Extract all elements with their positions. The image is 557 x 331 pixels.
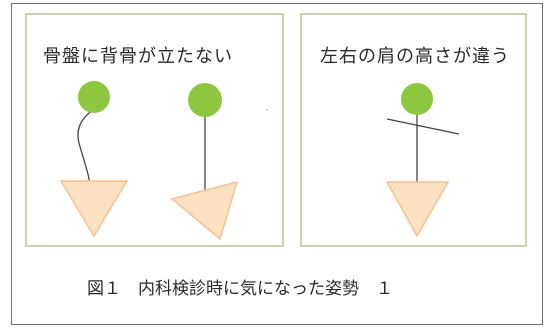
left-panel-title: 骨盤に背骨が立たない (43, 46, 233, 67)
left-panel: 骨盤に背骨が立たない (25, 13, 284, 247)
shoulder-line (386, 118, 460, 135)
curved-spine-line (77, 109, 94, 196)
right-panel-illustration (385, 83, 460, 238)
right-panel-title: 左右の肩の高さが違う (320, 46, 510, 67)
left-panel-illustration (59, 81, 268, 241)
pelvis-triangle-1 (59, 180, 129, 238)
head-circle-1 (78, 81, 110, 113)
tilted-pelvis-triangle (170, 180, 239, 241)
right-panel: 左右の肩の高さが違う (300, 13, 527, 247)
speck-dot (266, 109, 268, 111)
figure-frame: 骨盤に背骨が立たない 左右の肩の高さが違う 図１ 内科検診時に気になった姿勢 １ (11, 3, 543, 325)
pelvis-triangle (385, 181, 450, 238)
head-circle-2 (188, 83, 222, 117)
figure-caption: 図１ 内科検診時に気になった姿勢 １ (87, 279, 393, 299)
head-circle (401, 83, 433, 115)
